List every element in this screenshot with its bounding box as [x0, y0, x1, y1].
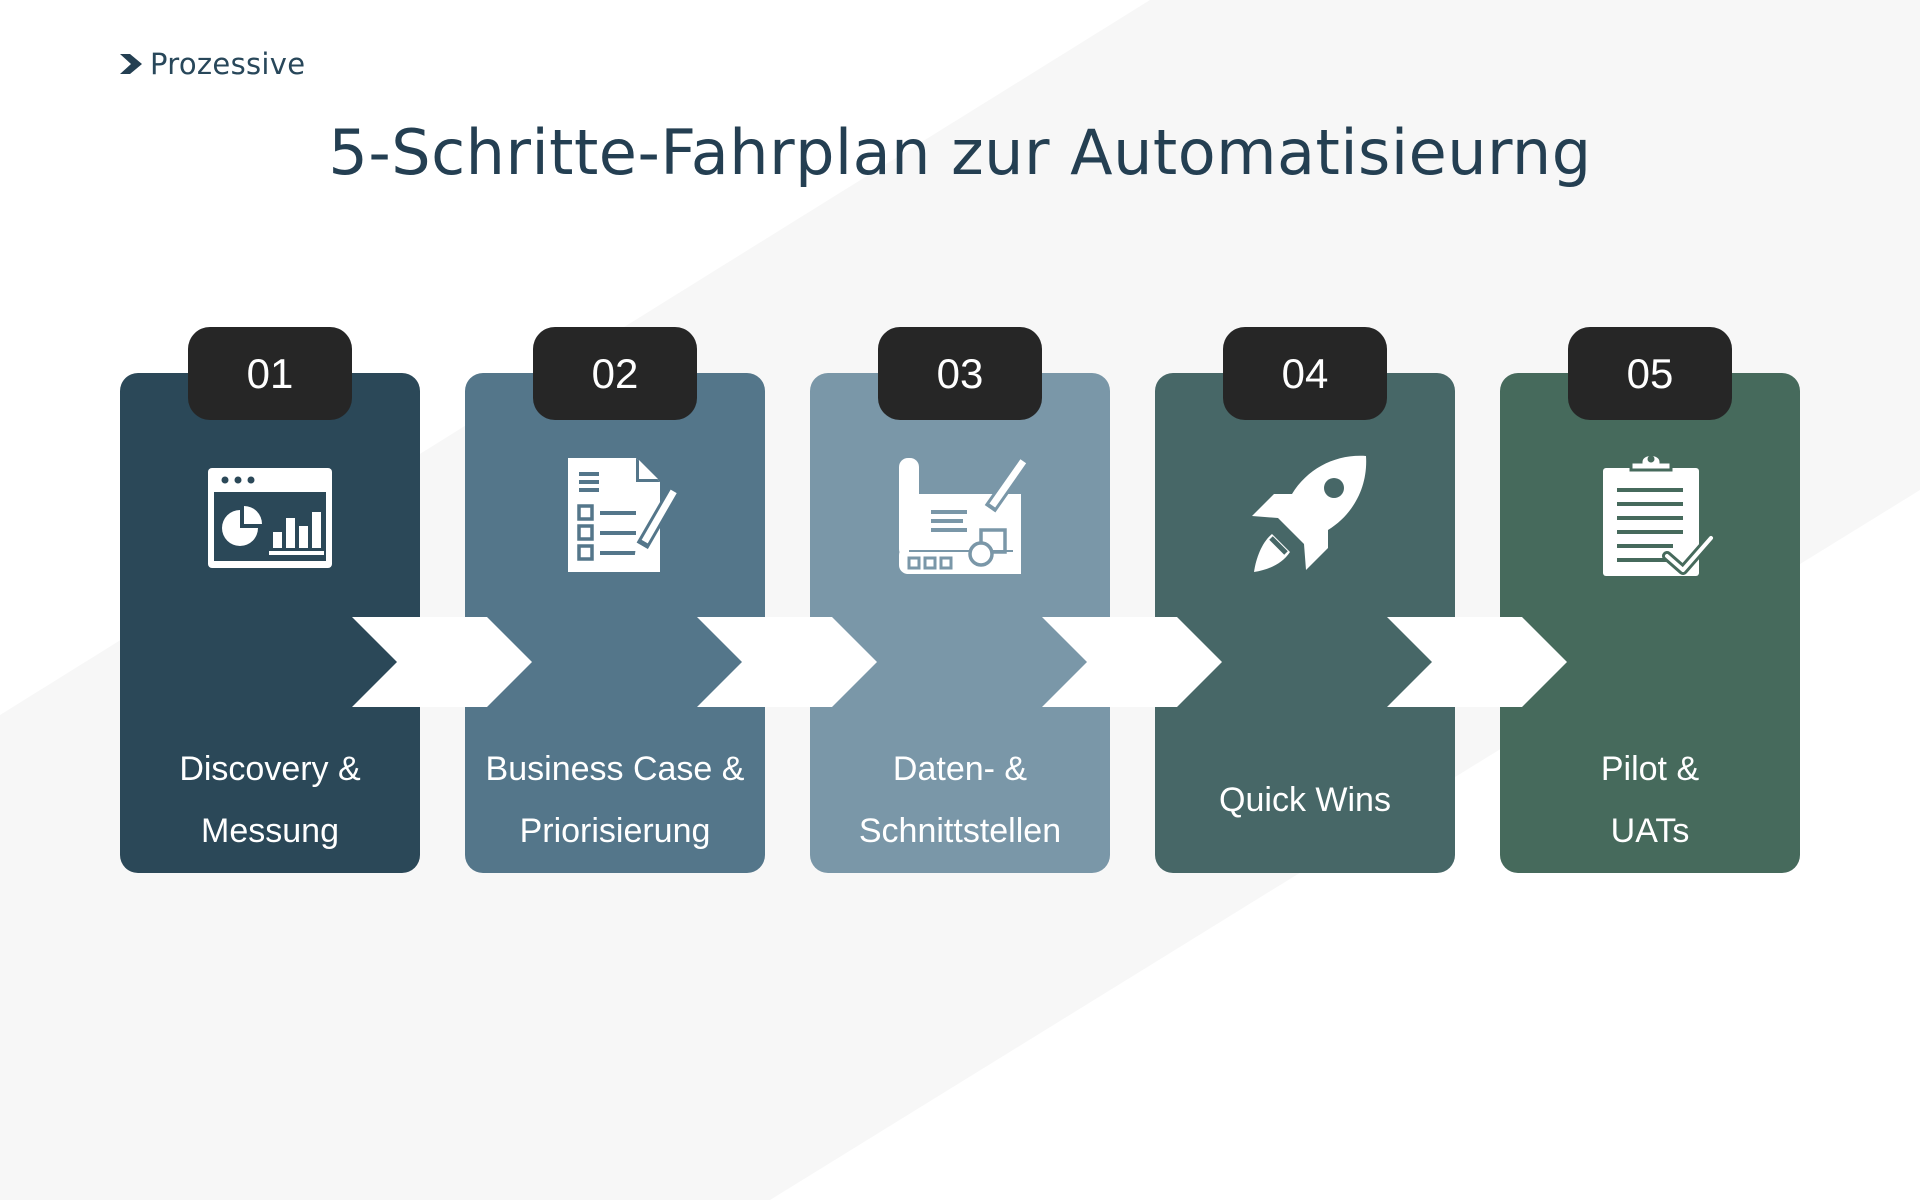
step-number-badge-01: 01 — [188, 327, 352, 420]
chevron-arrow-icon — [697, 617, 877, 707]
step-label-line2: Messung — [201, 812, 339, 850]
step-label-04: Quick Wins — [1155, 738, 1455, 862]
step-number-badge-05: 05 — [1568, 327, 1732, 420]
clipboard-check-icon — [1603, 453, 1716, 576]
blueprint-plan-icon — [899, 455, 1027, 574]
step-label-line2: UATs — [1610, 812, 1690, 850]
step-label-line2: Schnittstellen — [858, 812, 1062, 850]
page-title: 5-Schritte-Fahrplan zur Automatisieurng — [328, 116, 1592, 189]
chevron-right-logo-icon — [120, 54, 142, 74]
brand-name: Prozessive — [150, 47, 306, 81]
chevron-arrow-icon — [352, 617, 532, 707]
step-label-line1: Pilot & — [1600, 750, 1700, 788]
document-checklist-icon — [568, 458, 681, 572]
step-label-line2: Quick Wins — [1219, 781, 1391, 819]
step-label-line1: Business Case & — [485, 750, 745, 788]
step-label-03: Daten- & Schnittstellen — [810, 738, 1110, 862]
step-label-01: Discovery & Messung — [120, 738, 420, 862]
step-label-line2: Priorisierung — [519, 812, 711, 850]
chevron-arrow-icon — [1042, 617, 1222, 707]
brand-logo[interactable]: Prozessive — [118, 44, 305, 84]
step-label-line1: Discovery & — [179, 750, 361, 788]
step-number-badge-03: 03 — [878, 327, 1042, 420]
step-number-badge-04: 04 — [1223, 327, 1387, 420]
step-label-02: Business Case & Priorisierung — [465, 738, 765, 862]
dashboard-chart-icon — [208, 468, 332, 568]
rocket-icon — [1252, 455, 1367, 572]
step-number-badge-02: 02 — [533, 327, 697, 420]
step-label-05: Pilot & UATs — [1500, 738, 1800, 862]
chevron-arrow-icon — [1387, 617, 1567, 707]
step-label-line1: Daten- & — [892, 750, 1028, 788]
